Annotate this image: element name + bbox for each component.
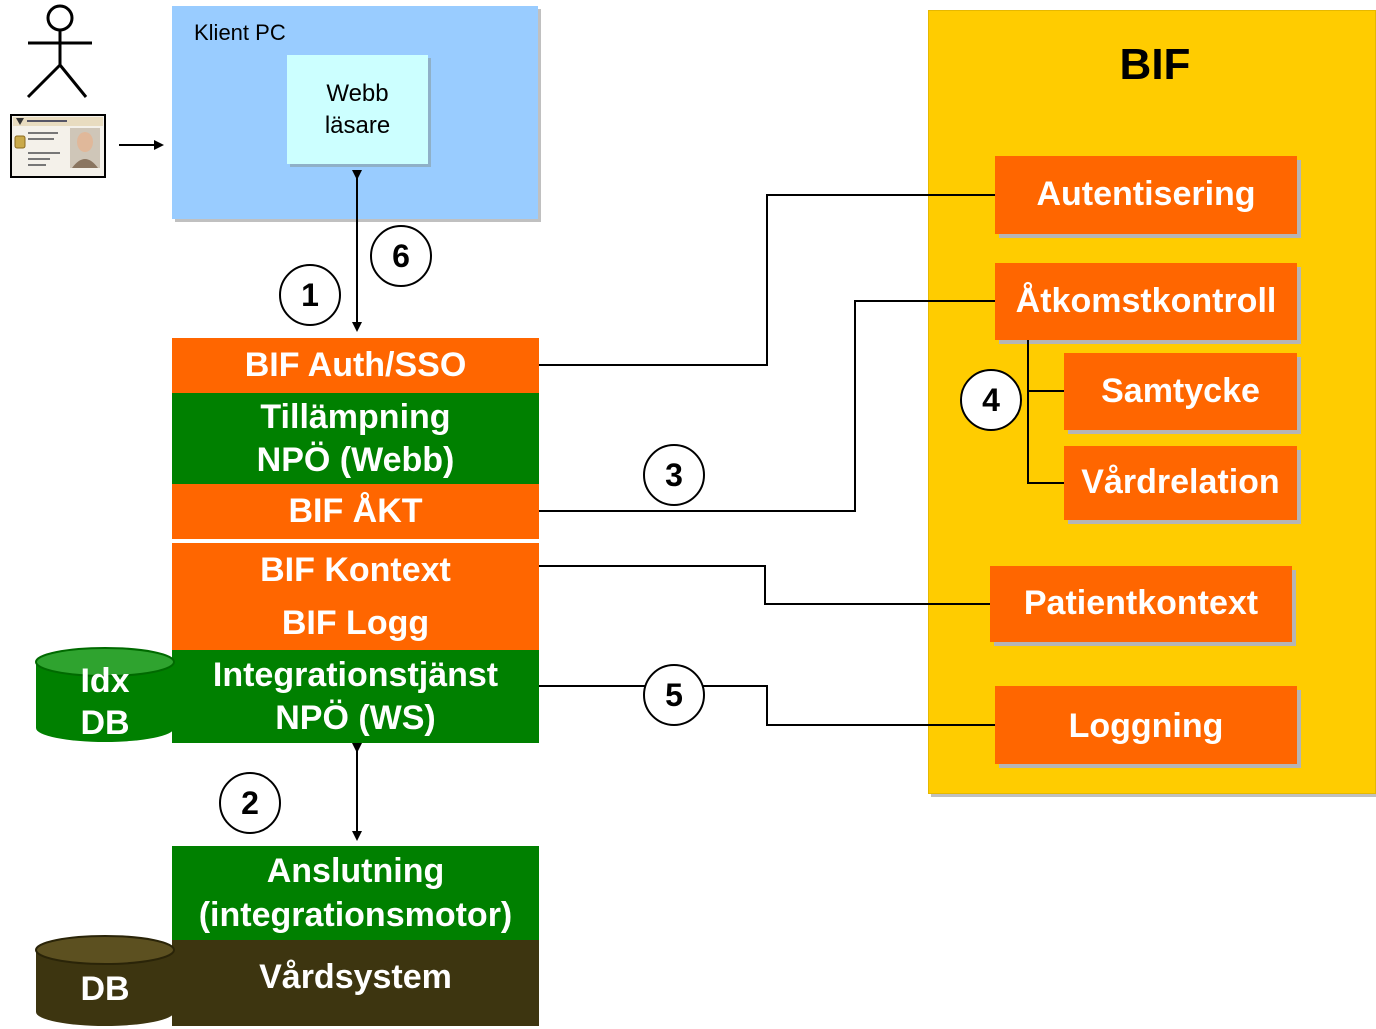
loggning-box: Loggning bbox=[995, 686, 1297, 764]
patientkontext-box: Patientkontext bbox=[990, 566, 1292, 642]
bif-auth-sso-layer: BIF Auth/SSO bbox=[172, 338, 539, 393]
anslutning-layer: Anslutning (integrationsmotor) bbox=[172, 846, 539, 940]
db-cylinder bbox=[35, 935, 175, 1026]
step-6-badge: 6 bbox=[370, 225, 432, 287]
step-5-badge: 5 bbox=[643, 664, 705, 726]
idx-db-cylinder bbox=[35, 647, 175, 742]
bif-akt-layer: BIF ÅKT bbox=[172, 484, 539, 539]
vardsystem-layer: Vårdsystem bbox=[172, 940, 539, 1026]
client-pc-label: Klient PC bbox=[194, 20, 286, 45]
autentisering-box: Autentisering bbox=[995, 156, 1297, 234]
step-1-badge: 1 bbox=[279, 264, 341, 326]
samtycke-box: Samtycke bbox=[1064, 353, 1297, 430]
integrationstjanst-layer: Integrationstjänst NPÖ (WS) bbox=[172, 650, 539, 743]
id-card-icon bbox=[10, 114, 106, 178]
step-4-badge: 4 bbox=[960, 369, 1022, 431]
bif-kontext-layer: BIF Kontext bbox=[172, 543, 539, 598]
user-icon bbox=[26, 4, 92, 99]
idx-db-label: Idx DB bbox=[80, 661, 130, 743]
step-2-badge: 2 bbox=[219, 772, 281, 834]
web-browser-box: Webb läsare bbox=[287, 55, 428, 164]
atkomstkontroll-box: Åtkomstkontroll bbox=[995, 263, 1297, 340]
db-label: DB bbox=[80, 970, 130, 1009]
vardrelation-box: Vårdrelation bbox=[1064, 446, 1297, 520]
tillampning-layer: Tillämpning NPÖ (Webb) bbox=[172, 393, 539, 484]
bif-title: BIF bbox=[1119, 40, 1191, 89]
step-3-badge: 3 bbox=[643, 444, 705, 506]
bif-logg-layer: BIF Logg bbox=[172, 598, 539, 650]
